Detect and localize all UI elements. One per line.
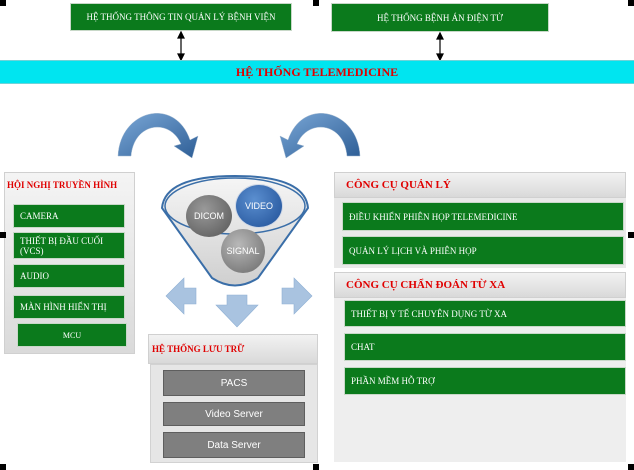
- curved-arrow-left-icon: [117, 113, 199, 159]
- data-server-item: Data Server: [163, 432, 305, 458]
- video-circle: VIDEO: [235, 184, 283, 228]
- corner-marker: [313, 0, 319, 6]
- emr-box: HỆ THỐNG BỆNH ÁN ĐIỆN TỬ: [331, 3, 549, 32]
- conference-title: HỘI NGHỊ TRUYỀN HÌNH: [7, 180, 118, 190]
- storage-title: HỆ THỐNG LƯU TRỮ: [152, 344, 245, 354]
- support-software-item: PHẦN MỀM HỖ TRỢ: [344, 367, 626, 395]
- corner-marker: [313, 464, 319, 470]
- corner-marker: [0, 464, 6, 470]
- video-server-item: Video Server: [163, 402, 305, 426]
- his-box: HỆ THỐNG THÔNG TIN QUẢN LÝ BỆNH VIỆN: [70, 3, 292, 31]
- pacs-item: PACS: [163, 370, 305, 396]
- management-title: CÔNG CỤ QUẢN LÝ: [346, 179, 451, 191]
- curved-arrow-right-icon: [279, 113, 361, 159]
- dicom-label: DICOM: [194, 211, 224, 221]
- camera-item: CAMERA: [13, 204, 125, 228]
- display-item: MÀN HÌNH HIỂN THỊ: [13, 295, 125, 319]
- banner-title: HỆ THỐNG TELEMEDICINE: [235, 64, 399, 79]
- dicom-circle: DICOM: [186, 195, 232, 237]
- telemedicine-banner: HỆ THỐNG TELEMEDICINE: [0, 60, 634, 84]
- video-label: VIDEO: [244, 201, 273, 211]
- chat-item: CHAT: [344, 333, 626, 361]
- corner-marker: [0, 0, 6, 6]
- corner-marker: [628, 464, 634, 470]
- storage-title-bar: [148, 334, 318, 364]
- diagnosis-title-bar: [334, 272, 626, 298]
- signal-circle: SIGNAL: [221, 229, 265, 273]
- mcu-item: MCU: [17, 323, 127, 347]
- arrow-right-icon: [281, 277, 313, 315]
- corner-marker: [628, 232, 634, 238]
- diagnosis-title: CÔNG CỤ CHẨN ĐOÁN TỪ XA: [346, 279, 506, 291]
- audio-item: AUDIO: [13, 264, 125, 288]
- signal-label: SIGNAL: [226, 246, 260, 256]
- session-control-item: ĐIỀU KHIỂN PHIÊN HỌP TELEMEDICINE: [342, 202, 624, 231]
- connector-arrows: [177, 30, 444, 62]
- corner-marker: [628, 0, 634, 6]
- arrow-left-icon: [165, 277, 197, 315]
- corner-marker: [0, 232, 6, 238]
- vcs-item: THIẾT BỊ ĐẦU CUỐI (VCS): [13, 232, 125, 259]
- medical-device-item: THIẾT BỊ Y TẾ CHUYÊN DỤNG TỪ XA: [344, 300, 626, 327]
- schedule-item: QUẢN LÝ LỊCH VÀ PHIÊN HỌP: [342, 236, 624, 265]
- arrow-down-icon: [215, 294, 259, 328]
- management-title-bar: [334, 172, 626, 198]
